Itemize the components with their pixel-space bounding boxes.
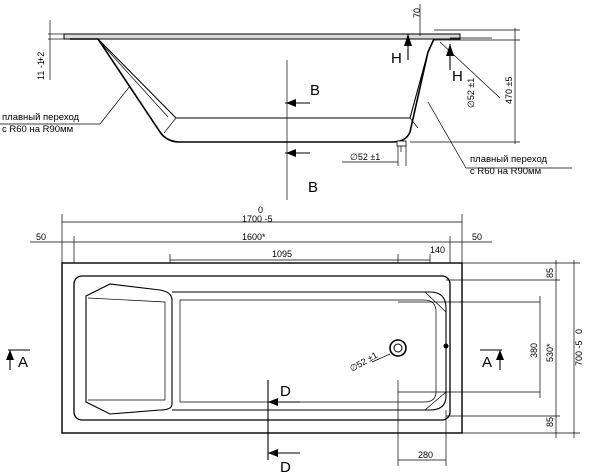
- length-1095-dimension: 1095: [272, 249, 292, 259]
- dimension-380: 380: [529, 343, 539, 358]
- section-a-label-left: A: [18, 354, 28, 371]
- drain-bottom-dimension: ∅52 ±1: [350, 152, 380, 162]
- dimension-70: 70: [412, 8, 422, 18]
- total-width-dimension: 700 -5: [574, 340, 584, 366]
- drain-outlet: [396, 140, 407, 147]
- bathtub-inner-profile: [97, 38, 429, 119]
- dimension-85-bottom: 85: [545, 417, 555, 427]
- section-d-arrow-bottom: [268, 449, 278, 457]
- bathtub-rim: [63, 33, 461, 40]
- transition-note-right-line1: плавный переход: [470, 154, 548, 165]
- side-view: +2 11 -1 плавный переход с R60 на R90мм …: [0, 4, 572, 200]
- dimension-140: 140: [430, 245, 445, 255]
- bathtub-side-profile: [70, 38, 435, 143]
- section-b-arrow-top: [286, 99, 296, 107]
- h-label-right: H: [452, 68, 463, 85]
- transition-note-right-line2: с R60 на R90мм: [470, 166, 541, 177]
- h-arrow-left: [404, 34, 412, 46]
- section-d-label-bottom: D: [280, 459, 291, 476]
- dimension-530: 530*: [545, 343, 555, 362]
- dimension-85-top: 85: [545, 268, 555, 278]
- overflow-hole: [443, 343, 449, 349]
- basin-outline: [85, 283, 173, 415]
- lip-tolerance-label: +2: [36, 52, 46, 62]
- total-length-dimension: 1700 -5: [242, 214, 273, 224]
- height-dimension: 470 ±5: [504, 77, 514, 104]
- top-zero-label: 0: [258, 205, 263, 215]
- right-zero-label: 0: [574, 329, 584, 334]
- drain-hole-inner: [393, 343, 403, 353]
- bathtub-inner-rim: [73, 275, 451, 421]
- top-view: 0 1700 -5 50 1600* 50 1095 140 ∅52 ±1: [6, 205, 584, 476]
- section-b-label-top: B: [310, 82, 320, 99]
- section-b-arrow-bottom: [286, 149, 296, 157]
- section-a-arrow-left: [6, 350, 14, 360]
- transition-note-left-line1: плавный переход: [2, 112, 80, 123]
- h-label-left: H: [391, 50, 402, 67]
- section-b-label-bottom: B: [308, 179, 318, 196]
- transition-note-left-line2: с R60 на R90мм: [2, 124, 73, 135]
- section-d-label-top: D: [280, 383, 291, 400]
- section-a-label-right: A: [482, 354, 492, 371]
- drain-side-dimension: ∅52 ±1: [466, 78, 476, 108]
- lip-dimension-label: 11 -1: [36, 60, 46, 80]
- section-a-arrow-right: [496, 350, 504, 360]
- section-d-arrow-top: [268, 398, 278, 406]
- h-arrow-right: [446, 44, 454, 56]
- inner-length-dimension: 1600*: [242, 232, 266, 242]
- right-margin-dimension: 50: [472, 232, 482, 242]
- left-margin-dimension: 50: [36, 232, 46, 242]
- dimension-280: 280: [418, 450, 433, 460]
